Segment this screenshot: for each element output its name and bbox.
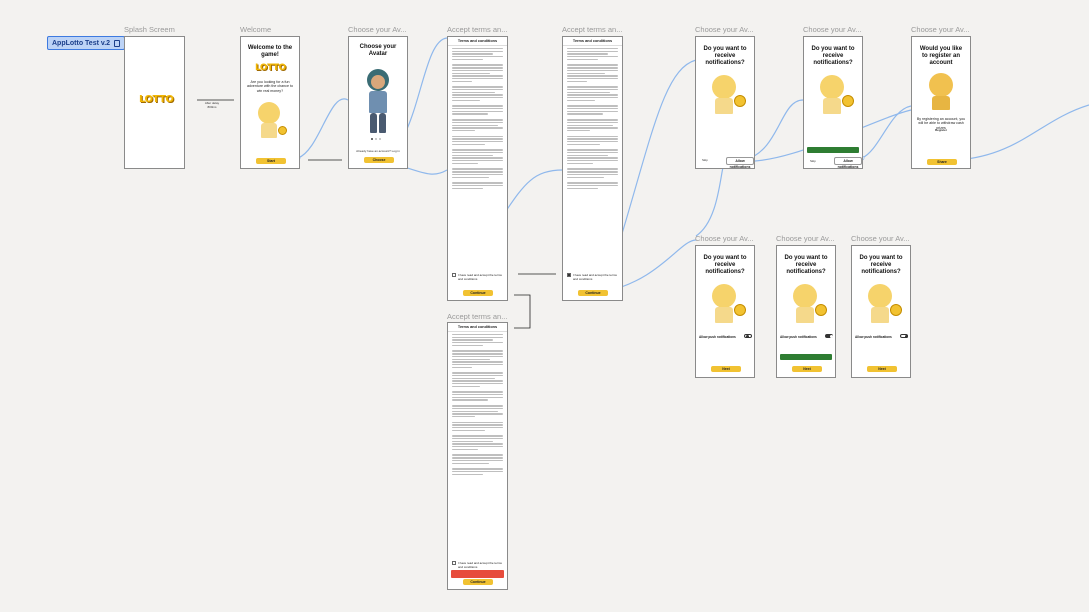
accept-terms-label: I have read and accept the terms and con… (573, 273, 617, 281)
notif-title: Do you want to receive notifications? (784, 255, 828, 275)
success-toast[interactable] (807, 147, 859, 153)
terms-header: Terms and conditions (563, 37, 622, 46)
connector-notif1-notif3 (695, 159, 726, 237)
allow-notifications-button[interactable]: Allow notifications (834, 157, 862, 168)
mascot-image (251, 100, 289, 140)
accept-terms-checkbox[interactable] (452, 561, 456, 565)
terms-text-block (452, 48, 503, 190)
frame-notif4[interactable]: Do you want to receive notifications? Al… (776, 245, 836, 378)
mascot-image (862, 282, 904, 324)
notif-title: Do you want to receive notifications? (859, 255, 903, 275)
frame-label-welcome: Welcome (240, 25, 272, 34)
frame-splash[interactable]: LOTTO (124, 36, 185, 169)
terms-header: Terms and conditions (448, 37, 507, 46)
push-toggle[interactable] (744, 334, 752, 339)
lotto-logo: LOTTO (139, 94, 174, 105)
frame-label-terms3: Accept terms an... (447, 312, 508, 321)
continue-button[interactable]: Continue (463, 290, 493, 296)
frame-label-splash: Splash Screem (124, 25, 175, 34)
choose-button[interactable]: Choose (364, 157, 394, 163)
skip-button[interactable]: Skip (702, 158, 708, 162)
mascot-image (924, 71, 962, 113)
connector-notif2-register (861, 105, 912, 159)
push-toggle-label: Allow push notifications (855, 335, 892, 339)
frame-label-terms2: Accept terms an... (562, 25, 623, 34)
accept-terms-checkbox[interactable] (567, 273, 571, 277)
accept-terms-label: I have read and accept the terms and con… (458, 273, 502, 281)
calendar-icon (114, 39, 120, 47)
mascot-image (814, 73, 856, 115)
welcome-body: Are you looking for a fun adventure with… (247, 80, 293, 93)
push-toggle-label: Allow push notifications (699, 335, 736, 339)
project-name: AppLotto Test v.2 (52, 39, 111, 47)
avatar-character-image[interactable] (361, 67, 397, 137)
frame-terms1[interactable]: Terms and conditions I have read and acc… (447, 36, 508, 301)
share-button[interactable]: Share (927, 159, 957, 165)
frame-register[interactable]: Would you like to register an account By… (911, 36, 971, 169)
notif-title: Do you want to receive notifications? (703, 255, 747, 275)
frame-notif3[interactable]: Do you want to receive notifications? Al… (695, 245, 755, 378)
frame-label-terms1: Accept terms an... (447, 25, 508, 34)
notif-title: Do you want to receive notifications? (703, 46, 747, 66)
connector-register-out (957, 104, 1089, 161)
frame-terms2[interactable]: Terms and conditions I have read and acc… (562, 36, 623, 301)
avatar-title: Choose your Avatar (359, 44, 397, 57)
continue-button[interactable]: Continue (463, 579, 493, 585)
carousel-dots[interactable] (371, 138, 381, 140)
mascot-image (706, 73, 748, 115)
terms-text-block (567, 48, 618, 190)
mascot-image (787, 282, 829, 324)
frame-notif2[interactable]: Do you want to receive notifications? Sk… (803, 36, 863, 169)
register-body: By registering an account, you will be a… (916, 117, 966, 130)
error-toast[interactable] (451, 570, 504, 578)
frame-label-notif5: Choose your Av... (851, 234, 910, 243)
frame-label-notif3: Choose your Av... (695, 234, 754, 243)
connector-welcome-avatar (297, 98, 349, 159)
frame-notif5[interactable]: Do you want to receive notifications? Al… (851, 245, 911, 378)
accept-terms-checkbox[interactable] (452, 273, 456, 277)
login-link[interactable]: Already have an account? Log in (356, 149, 400, 153)
frame-label-notif2: Choose your Av... (803, 25, 862, 34)
register-title: Would you like to register an account (919, 46, 963, 66)
frame-welcome[interactable]: Welcome to the game! LOTTO Are you looki… (240, 36, 300, 169)
welcome-lotto-logo: LOTTO (255, 63, 286, 73)
next-button[interactable]: Next (711, 366, 741, 372)
start-button[interactable]: Start (256, 158, 286, 164)
push-toggle[interactable] (825, 334, 833, 339)
project-chip[interactable]: AppLotto Test v.2 (47, 36, 125, 50)
success-toast[interactable] (780, 354, 832, 360)
mascot-image (706, 282, 748, 324)
frame-label-avatar: Choose your Av... (348, 25, 407, 34)
push-toggle[interactable] (900, 334, 908, 339)
frame-label-notif1: Choose your Av... (695, 25, 754, 34)
terms-header: Terms and conditions (448, 323, 507, 332)
next-button[interactable]: Next (867, 366, 897, 372)
skip-button[interactable]: Skip (810, 159, 816, 163)
notif-title: Do you want to receive notifications? (811, 46, 855, 66)
register-link[interactable]: Register (934, 128, 947, 132)
terms-text-block (452, 334, 503, 476)
frame-avatar[interactable]: Choose your Avatar Already have an accou… (348, 36, 408, 169)
frame-label-notif4: Choose your Av... (776, 234, 835, 243)
frame-label-register: Choose your Av... (911, 25, 970, 34)
welcome-title: Welcome to the game! (247, 45, 293, 58)
accept-terms-label: I have read and accept the terms and con… (458, 561, 502, 569)
frame-notif1[interactable]: Do you want to receive notifications? Sk… (695, 36, 755, 169)
continue-button[interactable]: Continue (578, 290, 608, 296)
push-toggle-label: Allow push notifications (780, 335, 817, 339)
allow-notifications-button[interactable]: Allow notifications (726, 157, 754, 168)
next-button[interactable]: Next (792, 366, 822, 372)
frame-terms3[interactable]: Terms and conditions I have read and acc… (447, 322, 508, 590)
